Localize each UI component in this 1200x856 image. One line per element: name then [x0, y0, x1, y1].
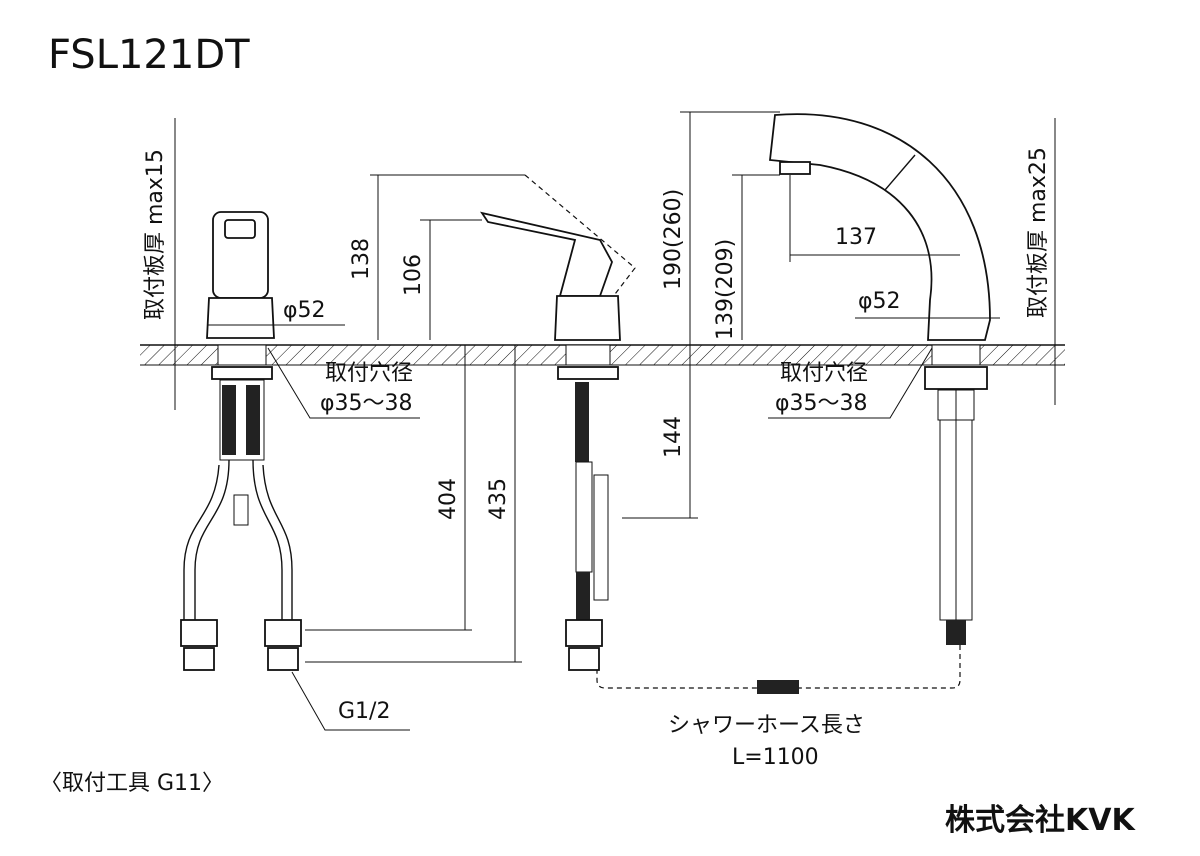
right-plate-thickness-label: 取付板厚 max25 [1026, 147, 1051, 318]
left-plate-thickness-label: 取付板厚 max15 [143, 149, 168, 320]
depth-144-label: 144 [661, 416, 686, 458]
middle-dimensions: 138 106 404 435 [305, 174, 525, 663]
hose-length-label: シャワーホース長さ [668, 713, 865, 738]
tool-note: 〈取付工具 G11〉 [40, 771, 224, 796]
right-shower-faucet-view [596, 113, 991, 694]
height-139-label: 139(209) [713, 239, 738, 340]
height-190-label: 190(260) [661, 189, 686, 290]
kvk-logo: 株式会社KVK [945, 803, 1136, 838]
right-hole-label: 取付穴径 [780, 361, 868, 386]
middle-faucet-side-view [479, 174, 636, 671]
depth-435-label: 435 [486, 478, 511, 520]
right-hole-size: φ35〜38 [775, 391, 868, 416]
height-106-label: 106 [401, 254, 426, 296]
reach-137-label: 137 [835, 225, 877, 250]
left-hole-size: φ35〜38 [320, 391, 413, 416]
left-faucet-front-view [180, 211, 302, 671]
model-title: FSL121DT [48, 32, 250, 78]
height-138-label: 138 [349, 238, 374, 280]
right-dimensions: 190(260) 139(209) 137 144 φ52 取付板厚 max25… [622, 111, 1065, 770]
hose-length-value: L=1100 [732, 745, 819, 770]
depth-404-label: 404 [436, 478, 461, 520]
left-hole-label: 取付穴径 [325, 361, 413, 386]
right-diameter-label: φ52 [858, 289, 901, 314]
thread-label: G1/2 [338, 699, 390, 724]
left-dimensions: 取付板厚 max15 φ52 取付穴径 φ35〜38 G1/2 [143, 118, 420, 731]
left-diameter-label: φ52 [283, 298, 326, 323]
